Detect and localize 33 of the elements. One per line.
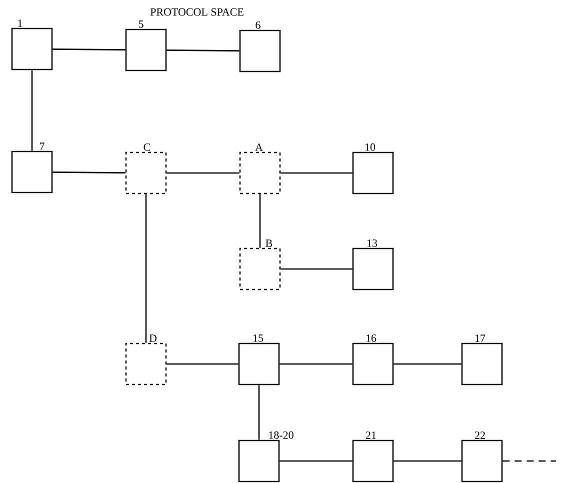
node-label: C [144, 143, 150, 151]
connector-line [280, 172, 352, 174]
connector-line [280, 363, 352, 365]
connector-line [166, 172, 240, 174]
connector-line [31, 70, 33, 151]
node-label: 6 [256, 21, 260, 29]
connector-line [166, 50, 240, 52]
node-label: 10 [365, 143, 376, 151]
connector-line [280, 460, 352, 462]
node-label: A [255, 144, 263, 151]
title: PROTOCOL SPACE [150, 8, 244, 16]
connector-line [52, 48, 126, 50]
connector-line [166, 363, 238, 365]
connector-line [394, 363, 462, 365]
node-label: 17 [475, 334, 486, 342]
node-label: 15 [253, 334, 264, 342]
node-label: D [149, 334, 157, 342]
connector-line [502, 460, 556, 462]
node-label: 1 [18, 20, 22, 27]
node-label: B [266, 240, 272, 247]
connector-line [280, 268, 352, 270]
node-label: 21 [366, 432, 376, 439]
connector-line [394, 460, 462, 462]
connector-line [258, 385, 260, 440]
connector-line [259, 194, 261, 248]
connector-line [52, 172, 126, 174]
node-label: 18-20 [269, 431, 294, 439]
node-label: 5 [138, 20, 144, 28]
node-label: 13 [367, 239, 378, 247]
connector-line [145, 194, 147, 343]
node-label: 7 [40, 142, 44, 150]
node-label: 16 [366, 334, 376, 342]
node-label: 22 [475, 432, 485, 439]
